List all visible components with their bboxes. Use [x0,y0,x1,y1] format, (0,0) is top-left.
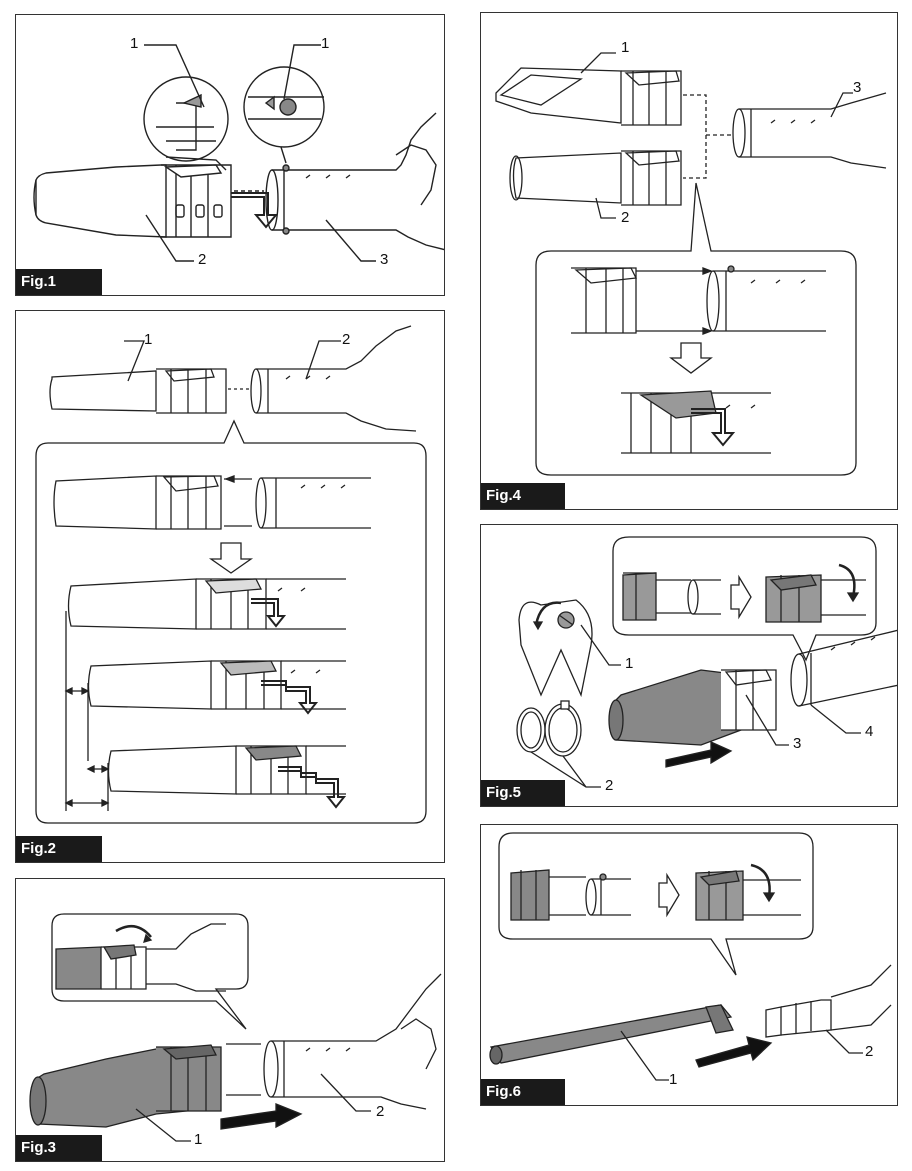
figure-6-panel: 1 2 Fig.6 [480,824,898,1106]
figure-6-drawing [489,832,892,1081]
callout-1: 1 [194,1131,203,1148]
callout-1: 1 [144,331,153,348]
figure-6-label: Fig.6 [481,1079,565,1105]
figure-3-panel: 1 2 Fig.3 [15,878,445,1162]
figure-2-panel: 1 2 Fig.2 [15,310,445,863]
figure-4-label: Fig.4 [481,483,565,509]
callout-2: 2 [376,1103,385,1120]
callout-3: 3 [380,251,389,268]
callout-3: 3 [793,735,802,752]
figure-5-label: Fig.5 [481,780,565,806]
callout-1: 1 [621,39,630,56]
callout-3: 3 [853,79,862,96]
callout-1: 1 [130,35,139,52]
figure-1-drawing [33,44,444,262]
callout-1: 1 [625,655,634,672]
callout-2: 2 [605,777,614,794]
figure-2-label: Fig.2 [16,836,102,862]
figure-3-label: Fig.3 [16,1135,102,1161]
figure-1-label: Fig.1 [16,269,102,295]
callout-1b: 1 [321,35,330,52]
figure-1-panel: 1 1 2 3 Fig.1 [15,14,445,296]
figure-2-drawing [35,325,427,824]
figure-3-drawing [29,913,442,1142]
callout-2: 2 [865,1043,874,1060]
figure-4-panel: 1 2 3 Fig.4 [480,12,898,510]
figure-4-drawing [495,52,887,476]
figure-5-panel: 1 2 3 4 Fig.5 [480,524,898,807]
figure-5-drawing [516,536,897,788]
callout-2: 2 [342,331,351,348]
callout-1: 1 [669,1071,678,1088]
callout-4: 4 [865,723,874,740]
callout-2: 2 [198,251,207,268]
callout-2: 2 [621,209,630,226]
